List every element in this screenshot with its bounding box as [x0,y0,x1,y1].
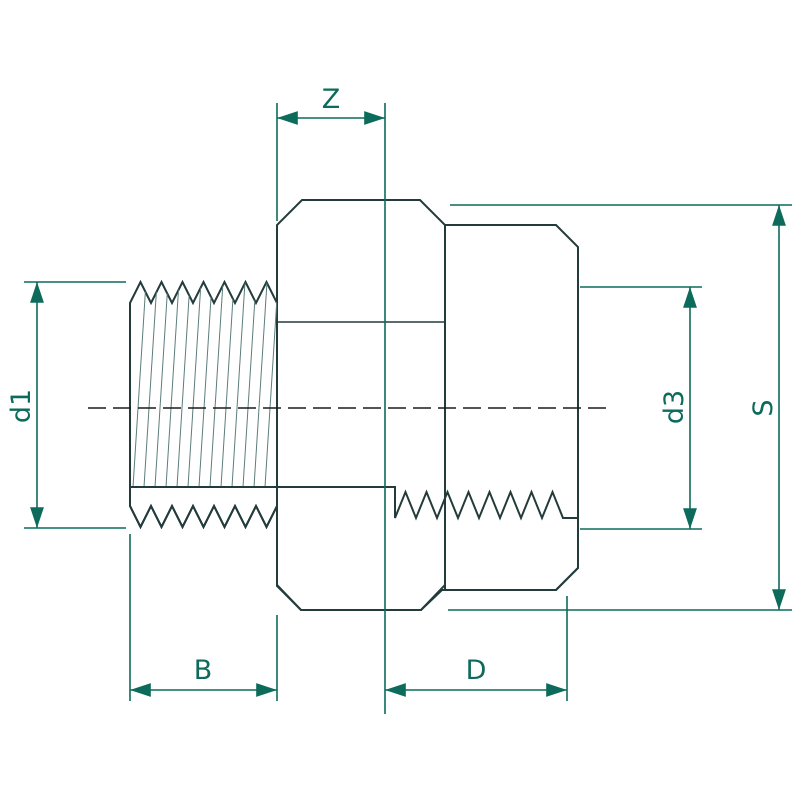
dim-label-d3: d3 [659,390,690,424]
dimension-b: B [129,534,278,701]
dimension-d3: d3 [580,286,702,530]
dimension-s: S [448,204,792,611]
dim-label-s: S [748,399,779,416]
dimensions: Z d1 d3 S B [6,84,792,714]
dimension-d: D [385,596,568,701]
fitting-body [88,199,612,611]
hex-section [276,199,446,611]
male-thread-section [129,279,278,530]
dimension-d1: d1 [6,281,126,529]
section-hatch-female [276,486,579,611]
dim-label-d1: d1 [6,389,37,423]
dim-label-z: Z [322,84,341,115]
dim-label-d: D [466,655,487,686]
section-hatch-male [129,486,278,530]
male-thread-flank-lines [132,282,277,488]
dimension-z: Z [276,84,386,714]
dim-label-b: B [194,655,213,686]
